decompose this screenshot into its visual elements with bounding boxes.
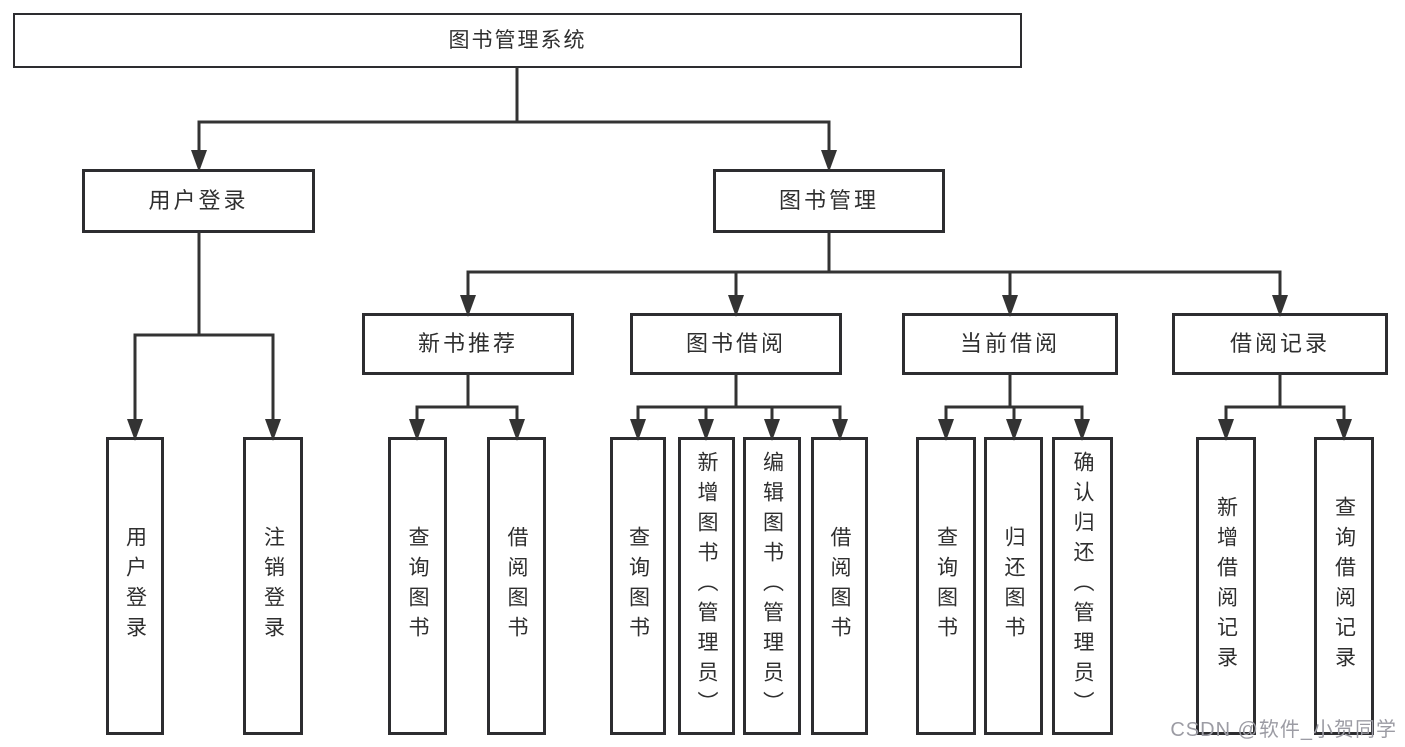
leaf-newbook-query-books: 查询图书 (388, 437, 447, 735)
node-label: 当前借阅 (959, 331, 1060, 356)
node-label: 图书管理系统 (448, 29, 587, 52)
leaf-borrowing-borrow-books: 借阅图书 (811, 437, 868, 735)
node-label: 确认归还（管理员） (1071, 451, 1094, 721)
node-current-borrowing: 当前借阅 (902, 313, 1118, 375)
node-label: 用户登录 (148, 188, 249, 213)
node-book-borrowing: 图书借阅 (630, 313, 842, 375)
node-label: 图书管理 (778, 188, 879, 213)
csdn-watermark: CSDN @软件_小贺同学 (1170, 719, 1397, 741)
connector-current-borrowing-to-children (938, 373, 1090, 441)
connector-new-book-to-children (409, 373, 525, 441)
node-label: 借阅图书 (828, 526, 851, 646)
node-label: 查询借阅记录 (1332, 496, 1356, 676)
leaf-borrowing-edit-books-admin: 编辑图书（管理员） (743, 437, 801, 735)
node-label: 用户登录 (123, 526, 147, 646)
leaf-newbook-borrow-books: 借阅图书 (487, 437, 546, 735)
node-label: 新增图书（管理员） (695, 451, 718, 721)
leaf-logout: 注销登录 (243, 437, 303, 735)
leaf-records-query-record: 查询借阅记录 (1314, 437, 1374, 735)
node-root-library-system: 图书管理系统 (13, 13, 1022, 68)
node-label: 查询图书 (934, 526, 958, 646)
node-user-login: 用户登录 (82, 169, 315, 233)
node-label: 借阅图书 (505, 526, 528, 646)
connector-book-borrowing-to-children (630, 373, 848, 441)
leaf-current-return-books: 归还图书 (984, 437, 1043, 735)
leaf-borrowing-add-books-admin: 新增图书（管理员） (678, 437, 735, 735)
connector-root-to-level2 (191, 66, 837, 172)
leaf-current-confirm-return-admin: 确认归还（管理员） (1052, 437, 1113, 735)
node-label: 新增借阅记录 (1214, 496, 1238, 676)
node-borrowing-records: 借阅记录 (1172, 313, 1388, 375)
node-book-management: 图书管理 (713, 169, 945, 233)
node-label: 图书借阅 (685, 331, 786, 356)
node-label: 归还图书 (1002, 526, 1025, 646)
connector-book-management-to-level3 (460, 231, 1288, 317)
node-label: 编辑图书（管理员） (760, 451, 784, 721)
node-new-book-recommend: 新书推荐 (362, 313, 574, 375)
node-label: 新书推荐 (417, 331, 518, 356)
connector-borrowing-records-to-children (1218, 373, 1352, 441)
node-label: 借阅记录 (1229, 331, 1330, 356)
node-label: 查询图书 (626, 526, 650, 646)
node-label: 查询图书 (406, 526, 429, 646)
node-label: 注销登录 (261, 526, 285, 646)
leaf-records-add-record: 新增借阅记录 (1196, 437, 1256, 735)
leaf-borrowing-query-books: 查询图书 (610, 437, 666, 735)
connector-user-login-to-children (127, 231, 281, 441)
leaf-user-login: 用户登录 (106, 437, 164, 735)
leaf-current-query-books: 查询图书 (916, 437, 976, 735)
